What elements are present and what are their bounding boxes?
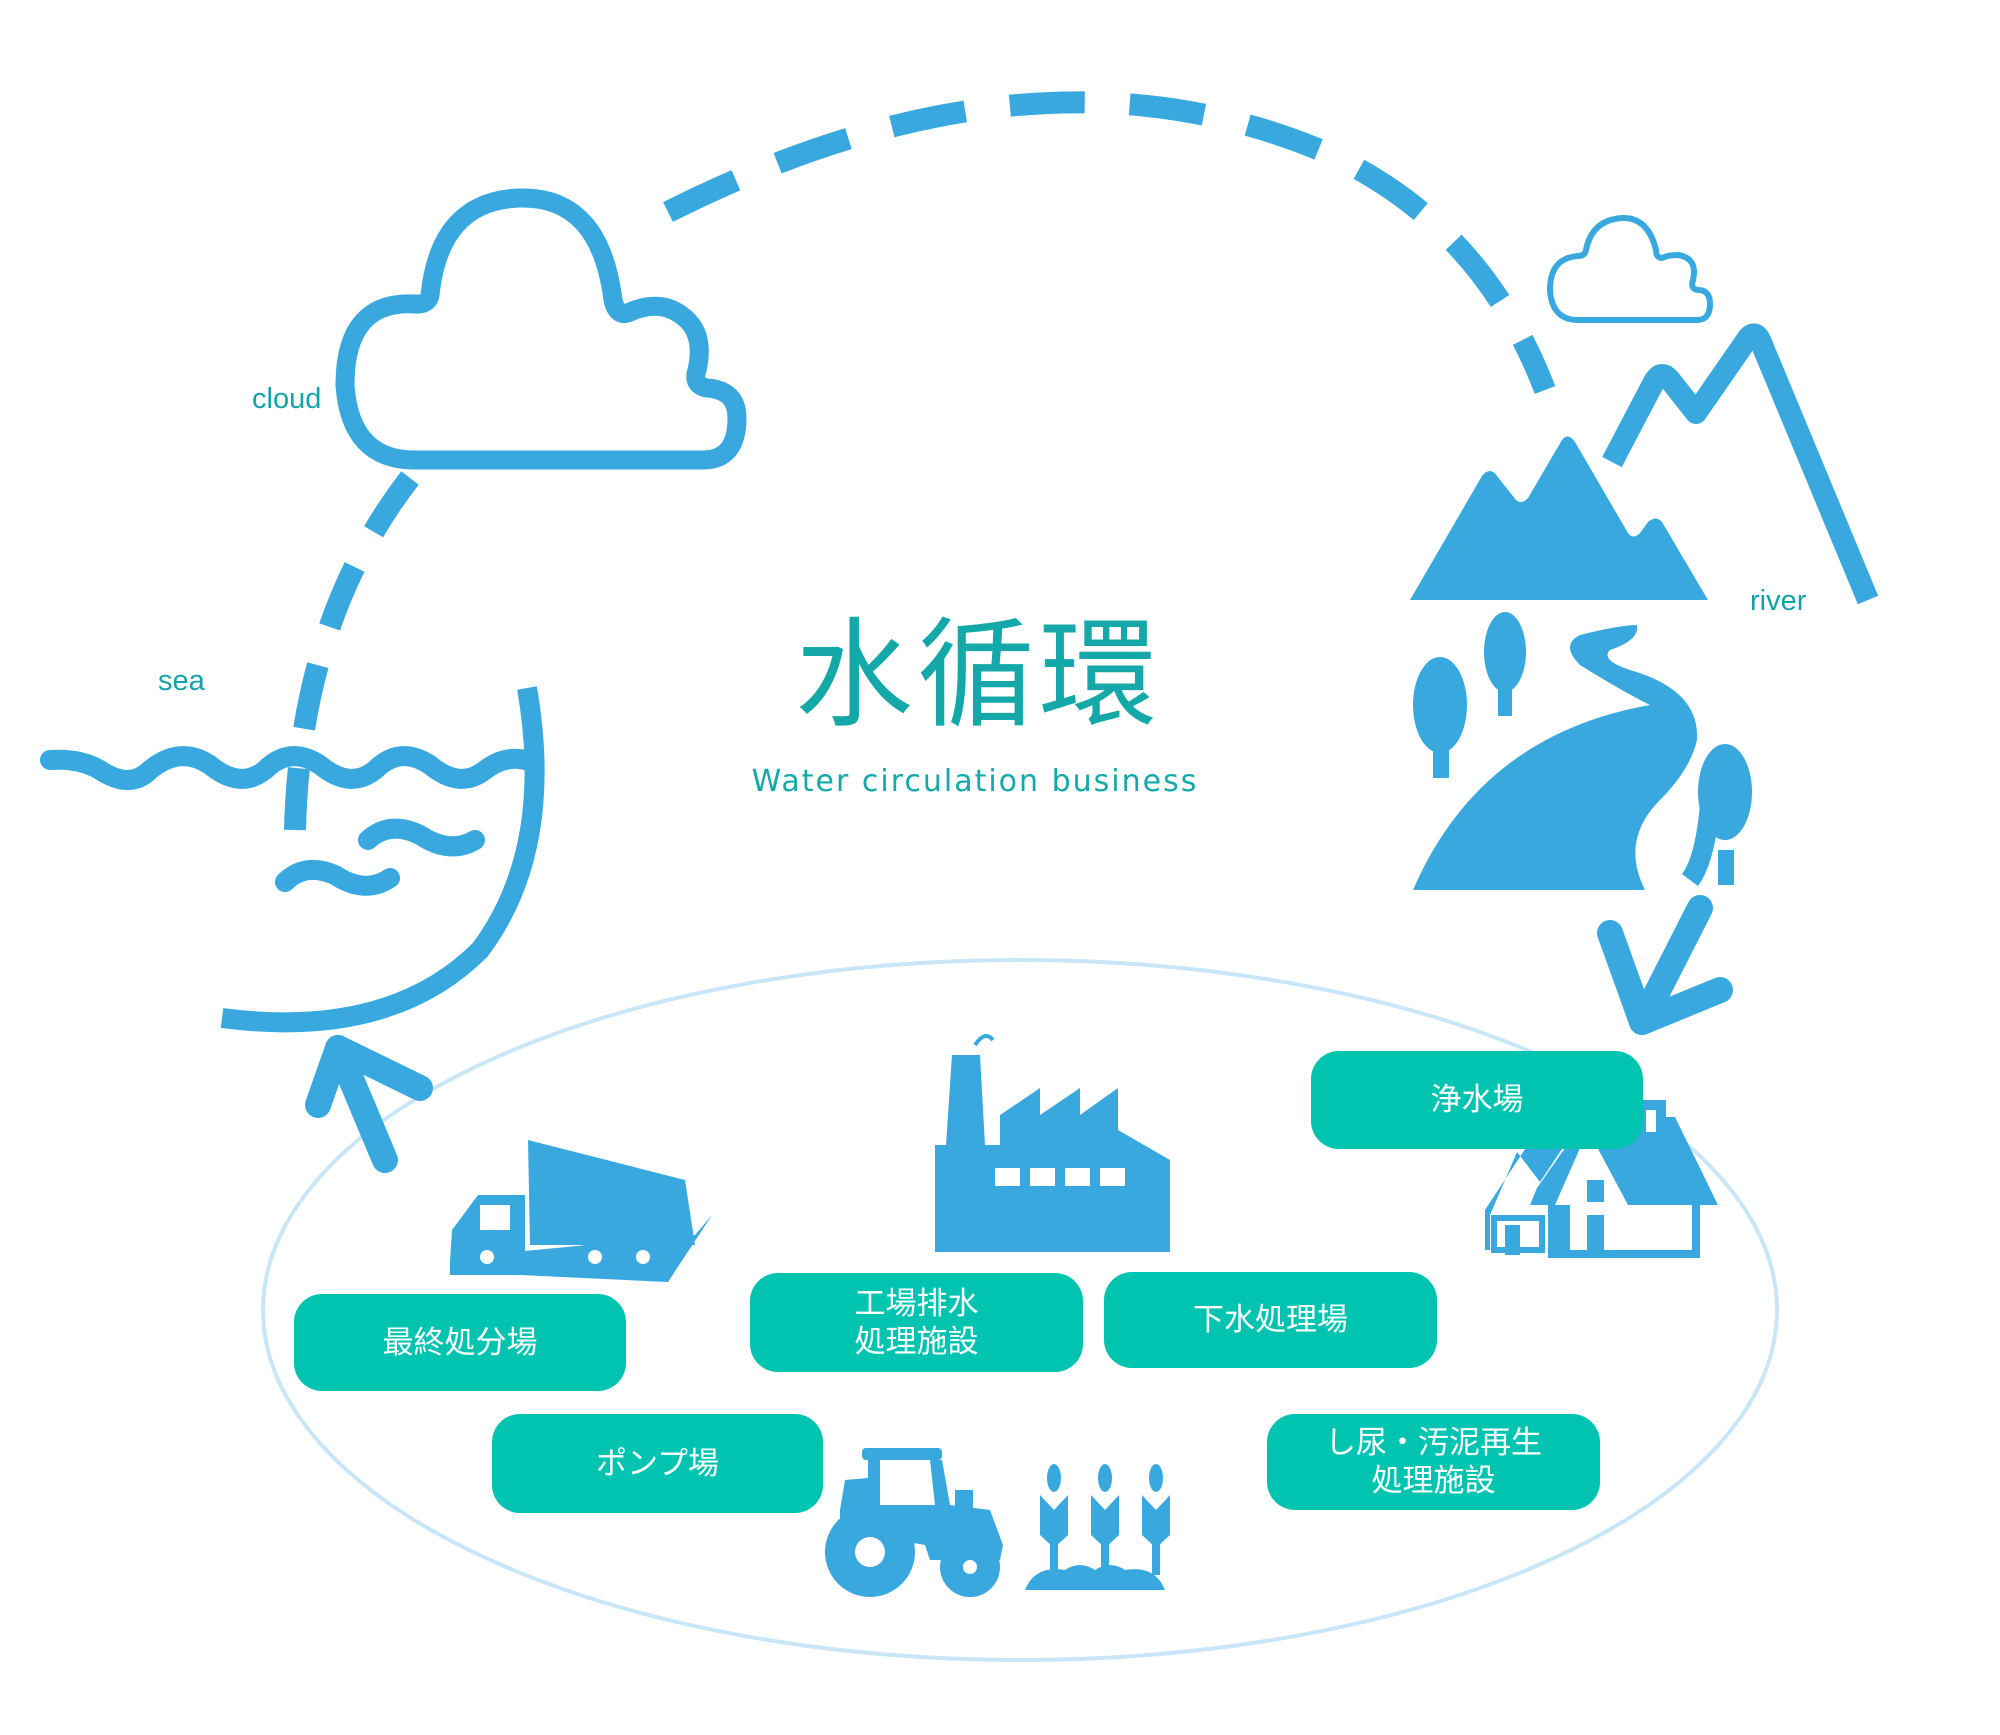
factory-icon xyxy=(935,1034,1170,1252)
facility-label: 下水処理場 xyxy=(1193,1302,1348,1338)
page-subtitle: Water circulation business xyxy=(751,764,1199,799)
crop-icon xyxy=(1025,1464,1170,1590)
facility-label-line2: 処理施設 xyxy=(1371,1463,1496,1499)
facility-pump-station[interactable]: ポンプ場 xyxy=(492,1414,823,1513)
facility-label: ポンプ場 xyxy=(595,1445,720,1482)
river-icon xyxy=(1413,625,1698,890)
cloud-label: cloud xyxy=(252,383,322,415)
community-ellipse xyxy=(261,958,1779,1662)
cloud-icon xyxy=(335,188,747,470)
facility-label-line1: し尿・汚泥再生 xyxy=(1325,1425,1542,1461)
facility-water-purification[interactable]: 浄水場 xyxy=(1311,1051,1643,1149)
facility-label: 浄水場 xyxy=(1430,1082,1524,1118)
tree-icon xyxy=(1413,612,1752,840)
facility-factory-wastewater[interactable]: 工場排水 処理施設 xyxy=(750,1273,1083,1372)
small-cloud-icon xyxy=(1547,215,1713,323)
facility-label-line1: 工場排水 xyxy=(854,1285,979,1322)
river-label: river xyxy=(1750,585,1807,617)
arrow-up-left-icon xyxy=(305,1035,433,1173)
house-icon xyxy=(1485,1100,1718,1258)
dashed-arc-cloud-to-mountain xyxy=(663,91,1556,394)
facility-label-line2: 処理施設 xyxy=(854,1323,979,1360)
facility-label: 最終処分場 xyxy=(382,1324,538,1361)
dashed-arc-sea-to-cloud xyxy=(284,471,419,831)
sea-wave-icon xyxy=(40,686,545,1033)
mountain-icon xyxy=(1410,323,1879,605)
tractor-icon xyxy=(825,1448,1003,1597)
facility-final-disposal[interactable]: 最終処分場 xyxy=(294,1294,626,1391)
arrow-down-left-icon xyxy=(1597,895,1733,1035)
facility-sewage-treatment[interactable]: 下水処理場 xyxy=(1104,1272,1437,1368)
facility-sludge-recycling[interactable]: し尿・汚泥再生 処理施設 xyxy=(1267,1414,1600,1510)
sea-label: sea xyxy=(158,665,205,697)
dump-truck-icon xyxy=(450,1140,712,1282)
page-title: 水循環 xyxy=(794,606,1161,744)
tree-trunk-icon xyxy=(1718,850,1734,885)
